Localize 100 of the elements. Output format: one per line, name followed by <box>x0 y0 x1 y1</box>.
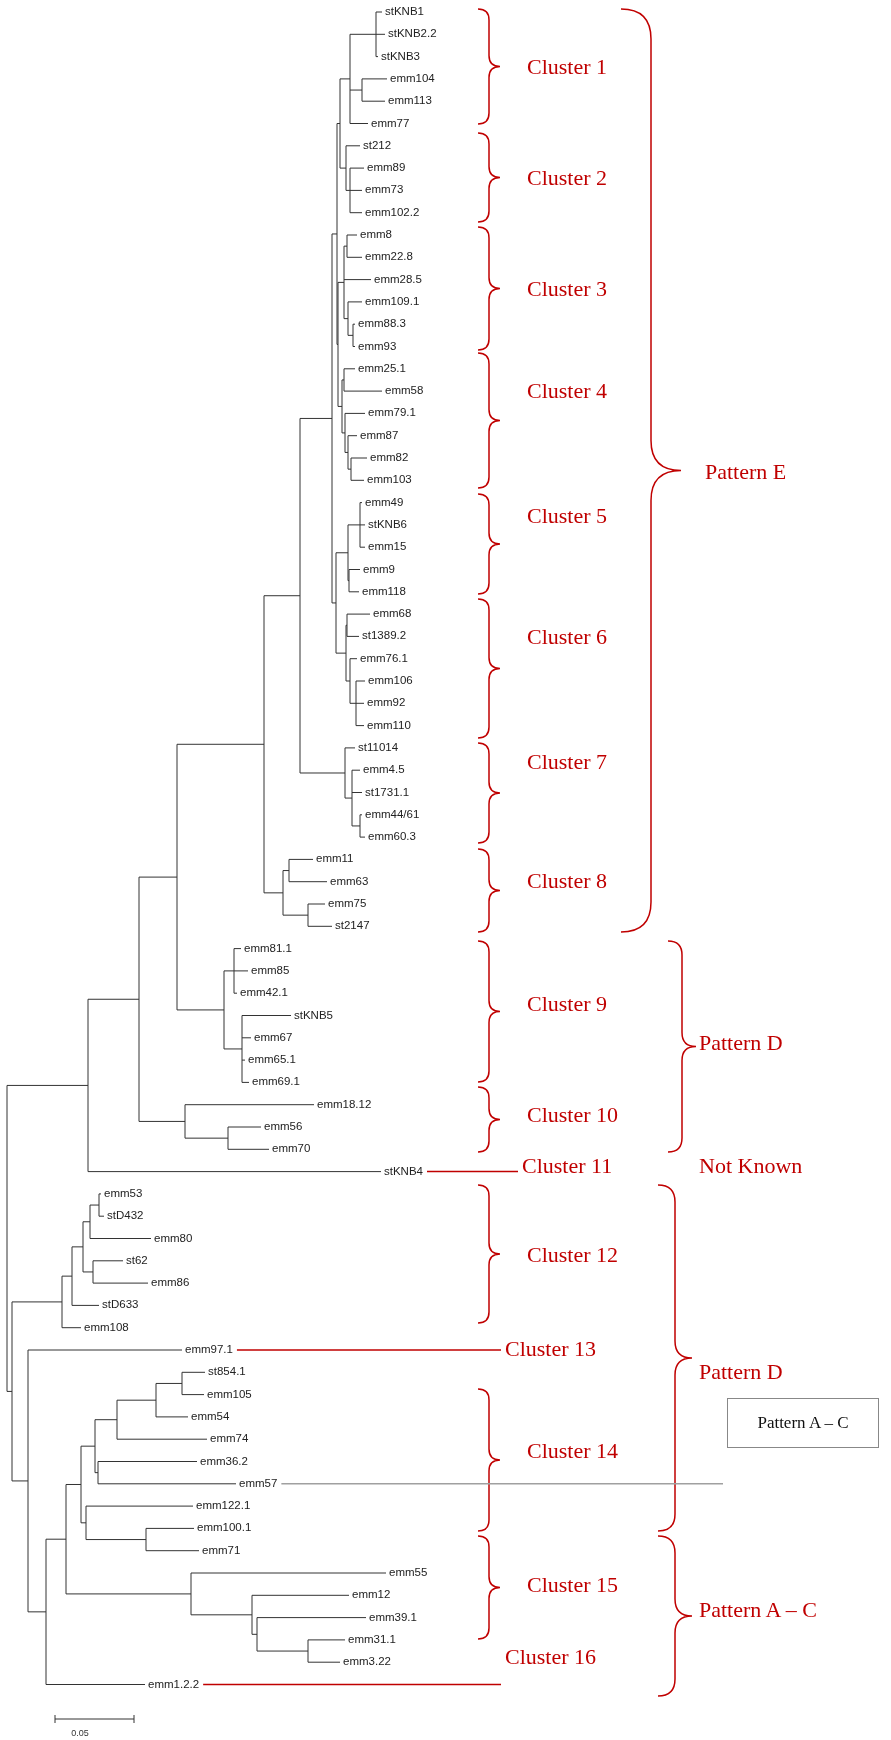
leaf-label: emm109.1 <box>365 296 420 308</box>
leaf-label: emm68 <box>373 608 412 620</box>
leaf-label: emm105 <box>207 1388 252 1401</box>
cluster-label: Cluster 8 <box>527 870 608 892</box>
leaf-label: emm44/61 <box>365 809 420 821</box>
leaf-label: emm74 <box>210 1433 249 1445</box>
leaf-label: emm9 <box>363 563 395 576</box>
leaf-label: stKNB3 <box>381 50 420 63</box>
leaf-label: emm87 <box>360 429 399 442</box>
leaf-label: st2147 <box>335 920 370 933</box>
leaf-label: emm88.3 <box>358 318 406 330</box>
cluster-label: Cluster 10 <box>527 1104 619 1126</box>
leaf-label: emm80 <box>154 1232 193 1245</box>
leaf-label: st1731.1 <box>365 786 410 799</box>
leaf-label: emm106 <box>368 675 413 687</box>
leaf-label: emm12 <box>352 1589 391 1602</box>
leaf-label: emm104 <box>390 73 435 85</box>
leaf-label: emm53 <box>104 1188 143 1200</box>
leaf-label: emm118 <box>362 586 406 598</box>
leaf-label: emm55 <box>389 1567 428 1579</box>
leaf-label: emm60.3 <box>368 831 416 843</box>
leaf-label: emm39.1 <box>369 1611 417 1624</box>
pattern-label: Pattern A – C <box>699 1599 817 1621</box>
cluster-label: Cluster 1 <box>527 56 608 78</box>
leaf-label: emm89 <box>367 162 406 174</box>
leaf-label: emm69.1 <box>252 1076 300 1089</box>
pattern-label: Pattern E <box>705 461 787 483</box>
cluster-label: Cluster 13 <box>505 1338 597 1360</box>
pattern-box: Pattern A – C <box>727 1398 879 1448</box>
leaf-label: emm79.1 <box>368 407 416 420</box>
cluster-label: Cluster 16 <box>505 1646 597 1668</box>
leaf-label: emm113 <box>388 95 432 107</box>
leaf-label: emm70 <box>272 1143 311 1156</box>
cluster-label: Cluster 2 <box>527 167 608 189</box>
cluster-label: Cluster 14 <box>527 1440 619 1462</box>
leader-line <box>280 1483 724 1485</box>
leaf-label: emm108 <box>84 1321 129 1334</box>
leaf-label: emm22.8 <box>365 251 413 264</box>
cluster-label: Cluster 9 <box>527 993 608 1015</box>
leaf-label: emm3.22 <box>343 1656 391 1668</box>
leaf-label: emm93 <box>358 340 397 353</box>
leaf-label: stD432 <box>107 1210 144 1222</box>
leaf-label: emm75 <box>328 898 367 910</box>
leaf-label: emm71 <box>202 1544 241 1557</box>
leaf-label: emm76.1 <box>360 652 408 665</box>
cluster-label: Cluster 15 <box>527 1574 619 1596</box>
leaf-label: stKNB6 <box>368 519 407 531</box>
leaf-label: st1389.2 <box>362 630 407 643</box>
leaf-label: emm4.5 <box>363 764 405 776</box>
leaf-label: st854.1 <box>208 1366 246 1379</box>
leaf-label: emm110 <box>367 719 411 732</box>
leaf-label: st62 <box>126 1255 148 1267</box>
leaf-label: emm85 <box>251 965 290 977</box>
leader-line <box>202 1683 502 1686</box>
leaf-label: emm77 <box>371 117 410 130</box>
pattern-label: Not Known <box>699 1155 803 1177</box>
leaf-label: emm67 <box>254 1032 293 1044</box>
leaf-label: emm56 <box>264 1121 303 1133</box>
leaf-label: emm54 <box>191 1411 230 1423</box>
leaf-label: emm58 <box>385 385 424 397</box>
leaf-label: stKNB5 <box>294 1009 333 1022</box>
leaf-label: st11014 <box>358 742 399 754</box>
leaf-label: emm36.2 <box>200 1455 248 1468</box>
leaf-label: emm1.2.2 <box>148 1678 200 1691</box>
leaf-label: stKNB4 <box>384 1165 423 1178</box>
pattern-label: Pattern D <box>699 1361 783 1383</box>
leaf-label: emm63 <box>330 875 369 888</box>
leaf-label: emm11 <box>316 853 354 866</box>
cluster-label: Cluster 4 <box>527 380 608 402</box>
cluster-label: Cluster 11 <box>522 1155 613 1177</box>
leaf-label: emm100.1 <box>197 1522 252 1535</box>
leaf-label: emm8 <box>360 229 392 241</box>
leaf-label: emm15 <box>368 541 407 553</box>
pattern-label: Pattern D <box>699 1032 783 1054</box>
leaf-label: emm81.1 <box>244 942 292 955</box>
leaf-label: stKNB2.2 <box>388 28 437 41</box>
cluster-label: Cluster 7 <box>527 751 608 773</box>
leaf-label: emm49 <box>365 496 404 509</box>
leaf-label: emm65.1 <box>248 1054 296 1066</box>
leaf-label: emm25.1 <box>358 363 406 375</box>
cluster-label: Cluster 5 <box>527 505 608 527</box>
cluster-label: Cluster 12 <box>527 1244 619 1266</box>
leader-line <box>236 1349 502 1351</box>
leaf-label: st212 <box>363 140 392 152</box>
leaf-label: emm97.1 <box>185 1344 233 1356</box>
leaf-label: emm86 <box>151 1277 190 1289</box>
leaf-label: emm92 <box>367 697 406 710</box>
cluster-label: Cluster 6 <box>527 626 608 648</box>
leaf-label: emm57 <box>239 1478 278 1490</box>
cluster-label: Cluster 3 <box>527 278 608 300</box>
leaf-label: stKNB1 <box>385 6 424 18</box>
leaf-label: stD633 <box>102 1299 139 1312</box>
leaf-label: emm42.1 <box>240 987 288 999</box>
scale-label: 0.05 <box>71 1728 89 1738</box>
leaf-label: emm31.1 <box>348 1634 396 1646</box>
leaf-label: emm18.12 <box>317 1098 372 1111</box>
leaf-label: emm82 <box>370 452 409 464</box>
leaf-label: emm73 <box>365 184 404 197</box>
leader-line <box>426 1170 519 1173</box>
leaf-label: emm103 <box>367 474 412 487</box>
